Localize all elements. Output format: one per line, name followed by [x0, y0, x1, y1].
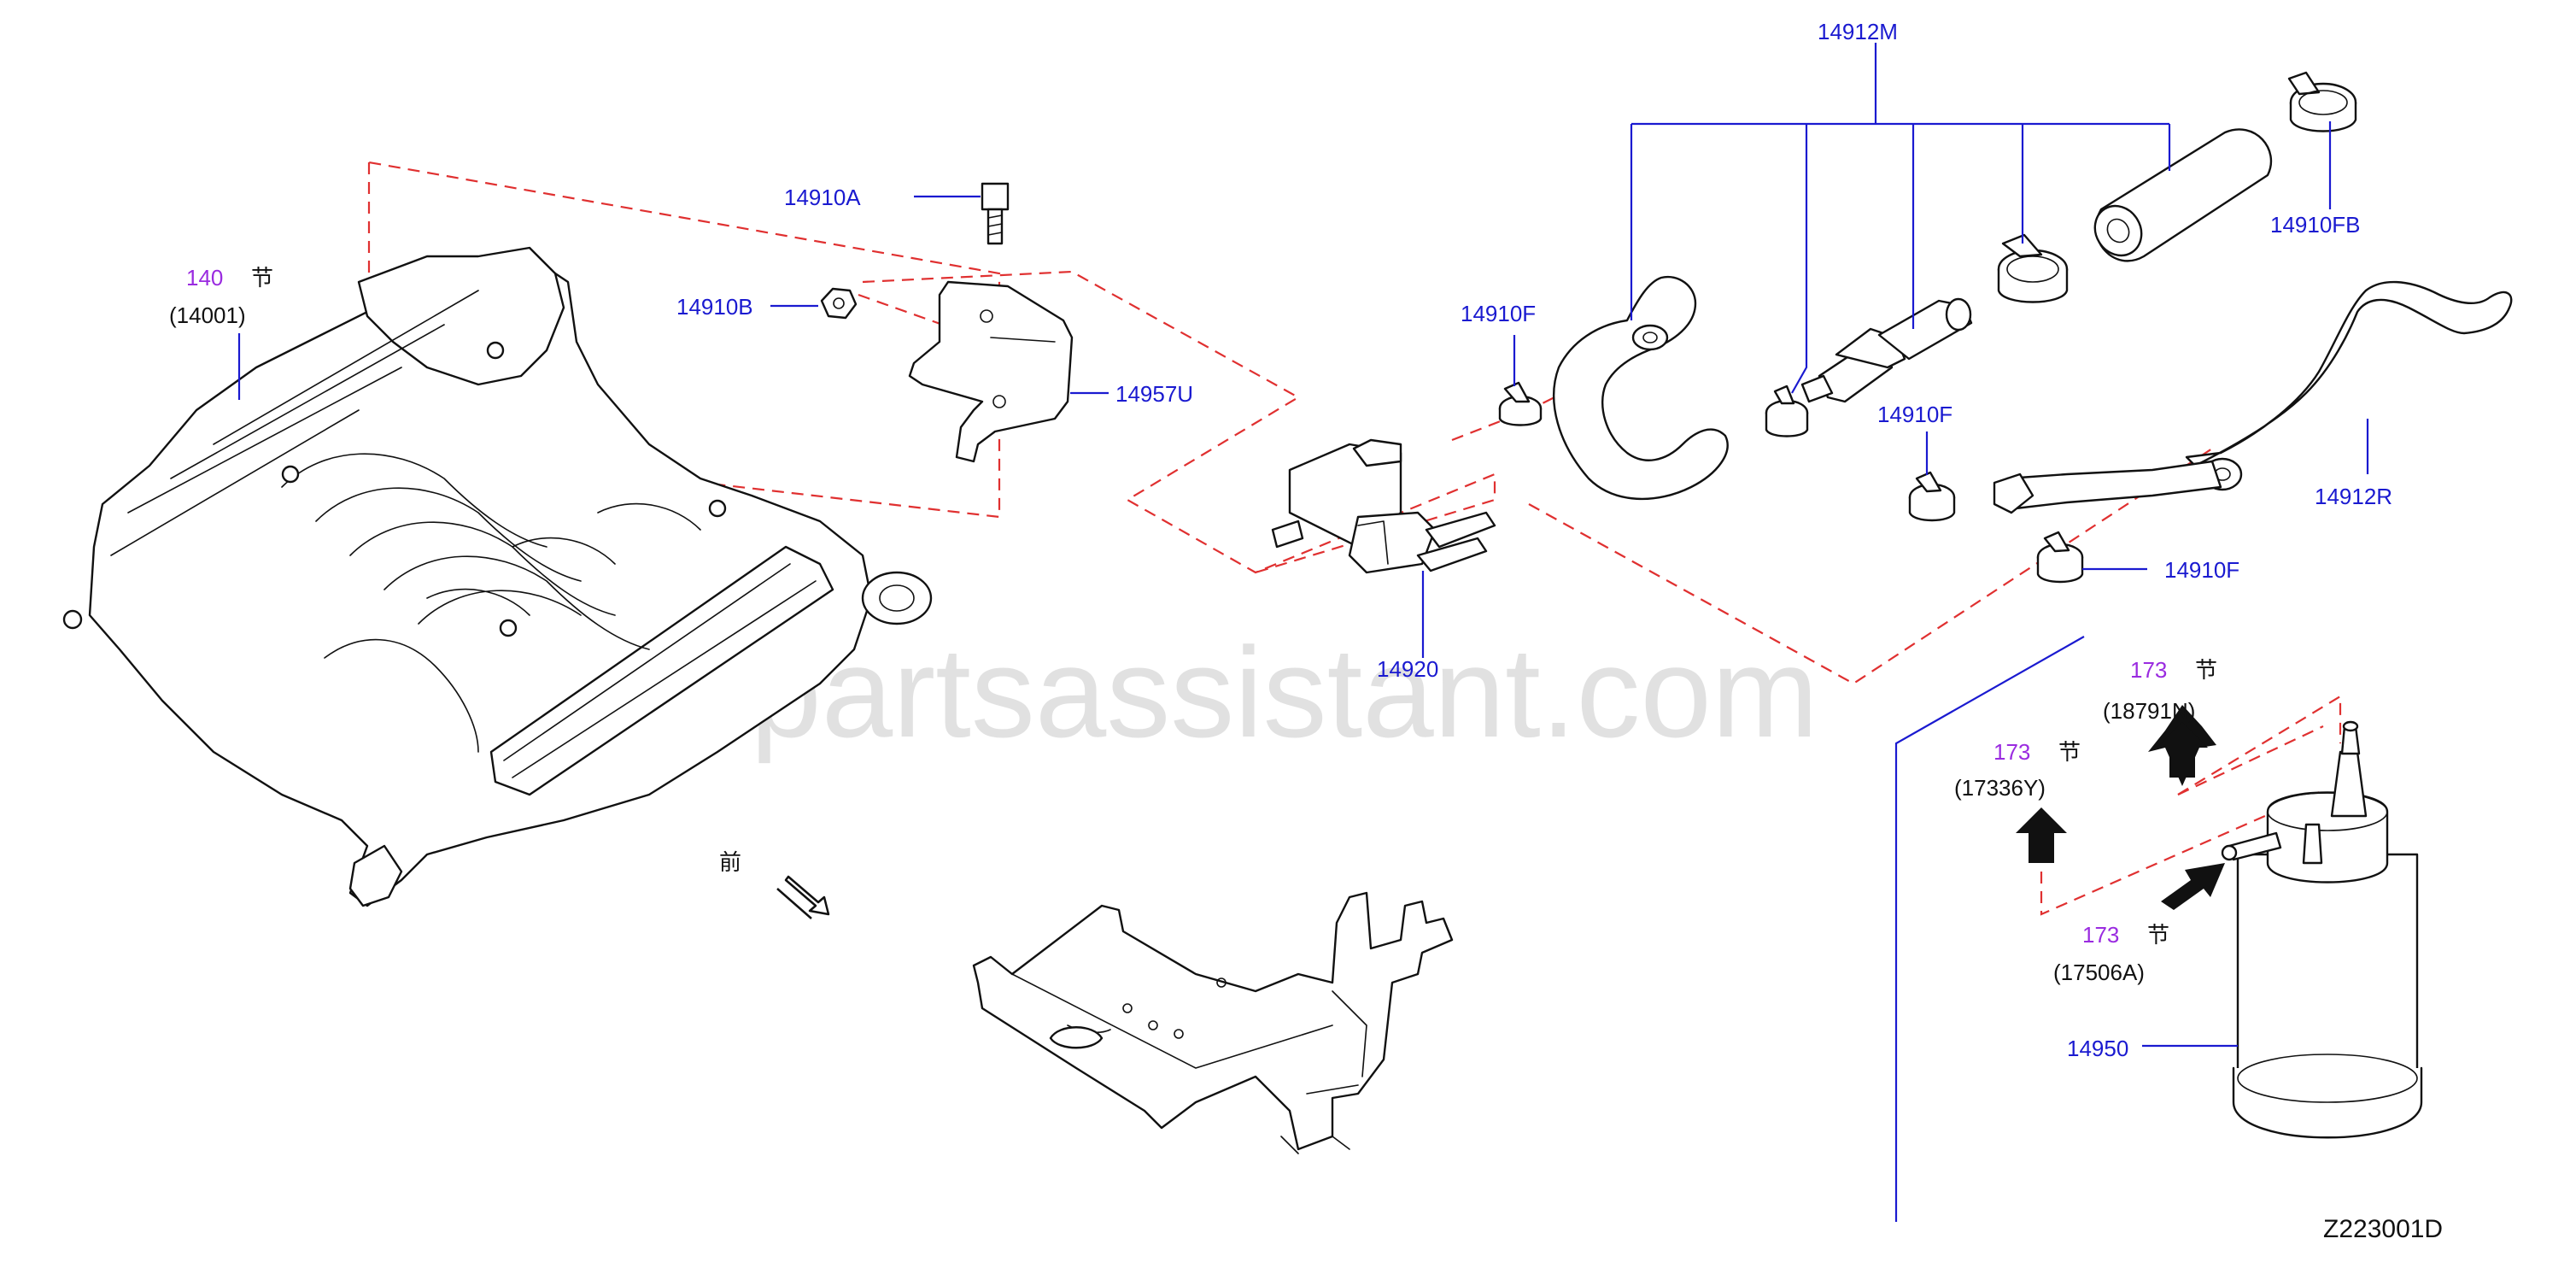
- label-14910F-c: 14910F: [2164, 557, 2239, 583]
- clamp-14910F-a: [1498, 381, 1543, 426]
- hose-14912R: [1993, 280, 2513, 514]
- section-char: 节: [2058, 739, 2081, 765]
- part-labels: 14912M 14910A 14910B 14957U 14910F 14910…: [676, 19, 2392, 1061]
- section-ref-173-17506A: 173 节 (17506A): [2053, 922, 2169, 985]
- intake-manifold: [62, 246, 933, 907]
- bracket-14957U: [908, 280, 1074, 463]
- label-14910A: 14910A: [784, 185, 861, 210]
- ref-arrows: [2016, 705, 2225, 910]
- section-ref-173-17336Y: 173 节 (17336Y): [1954, 739, 2081, 801]
- label-14912R: 14912R: [2315, 484, 2392, 509]
- clamp-upper: [1997, 233, 2069, 303]
- canister-14950: [2221, 720, 2423, 1139]
- section-number: 173: [2082, 922, 2119, 948]
- section-ref-140: 140 节 (14001): [169, 265, 273, 328]
- section-part: (17506A): [2053, 960, 2145, 985]
- bolt-14910A: [981, 182, 1010, 245]
- section-char: 节: [251, 265, 273, 291]
- clamp-14910FB: [2287, 71, 2357, 132]
- nut-14910B: [820, 287, 858, 320]
- lower-bracket: [972, 891, 1454, 1154]
- section-number: 173: [2130, 657, 2167, 683]
- section-part: (18791N): [2103, 698, 2195, 724]
- clamp-small-a: [1765, 385, 1809, 437]
- purge-valve-14920: [1271, 438, 1496, 574]
- label-14910FB: 14910FB: [2270, 212, 2361, 238]
- section-part: (17336Y): [1954, 775, 2046, 801]
- connector-tube: [1800, 297, 1973, 403]
- section-number: 173: [1993, 739, 2030, 765]
- section-part: (14001): [169, 302, 246, 328]
- label-14920: 14920: [1377, 656, 1438, 682]
- straight-hose: [2093, 128, 2273, 262]
- section-number: 140: [186, 265, 223, 291]
- curved-hose: [1553, 275, 1729, 501]
- clamp-14910F-b: [1908, 471, 1956, 522]
- label-14910B: 14910B: [676, 294, 753, 320]
- section-char: 节: [2147, 922, 2169, 948]
- label-14910F-b: 14910F: [1877, 402, 1952, 427]
- clamp-14910F-c: [2036, 531, 2084, 584]
- section-ref-173-18791N: 173 节 (18791N): [2103, 657, 2217, 724]
- diagram-code: Z223001D: [2323, 1215, 2443, 1243]
- label-14957U: 14957U: [1115, 381, 1193, 407]
- label-14910F-a: 14910F: [1461, 301, 1536, 326]
- leader-lines: [237, 43, 2369, 1222]
- front-direction-arrow: [776, 875, 830, 919]
- label-14950: 14950: [2067, 1036, 2128, 1061]
- front-marker: 前: [719, 849, 741, 875]
- section-char: 节: [2195, 657, 2217, 683]
- label-14912M: 14912M: [1818, 19, 1898, 44]
